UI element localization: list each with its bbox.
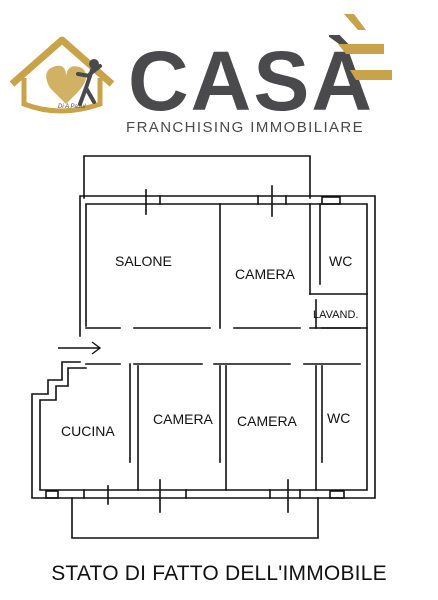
inner-outer-wall — [39, 203, 368, 491]
entrance-arrow-icon — [58, 341, 102, 355]
room-label-lavanderia: LAVAND. — [313, 309, 358, 321]
house-heart-icon — [9, 36, 115, 114]
room-label-wc-bottom: WC — [327, 410, 350, 426]
bottom-balcony — [71, 497, 319, 539]
outer-wall — [31, 195, 376, 499]
brand-tagline: FRANCHISING IMMOBILIARE — [126, 119, 364, 136]
room-label-camera-top: CAMERA — [235, 266, 296, 282]
brand-name: CASÀ — [128, 34, 374, 128]
plan-caption: STATO DI FATTO DELL'IMMOBILE — [51, 562, 387, 585]
hallway-lines — [85, 327, 361, 365]
room-label-camera-mid: CAMERA — [153, 411, 214, 427]
person-figure-icon — [76, 59, 102, 106]
room-label-cucina: CUCINA — [61, 423, 115, 439]
room-label-camera-right: CAMERA — [237, 413, 298, 429]
top-balcony — [83, 155, 311, 199]
gold-accent-shape — [338, 44, 392, 80]
house-script-text: Di A Pasul — [58, 104, 86, 110]
room-label-wc-top: WC — [329, 253, 352, 269]
casa-logo: Di A Pasul CASÀ FRANCHISING IMMOBILIARE — [9, 14, 392, 136]
floor-plan: SALONE CAMERA WC LAVAND. CUCINA CAMERA C… — [31, 155, 376, 539]
room-label-salone: SALONE — [115, 253, 172, 269]
accent-mark-icon — [344, 14, 366, 30]
